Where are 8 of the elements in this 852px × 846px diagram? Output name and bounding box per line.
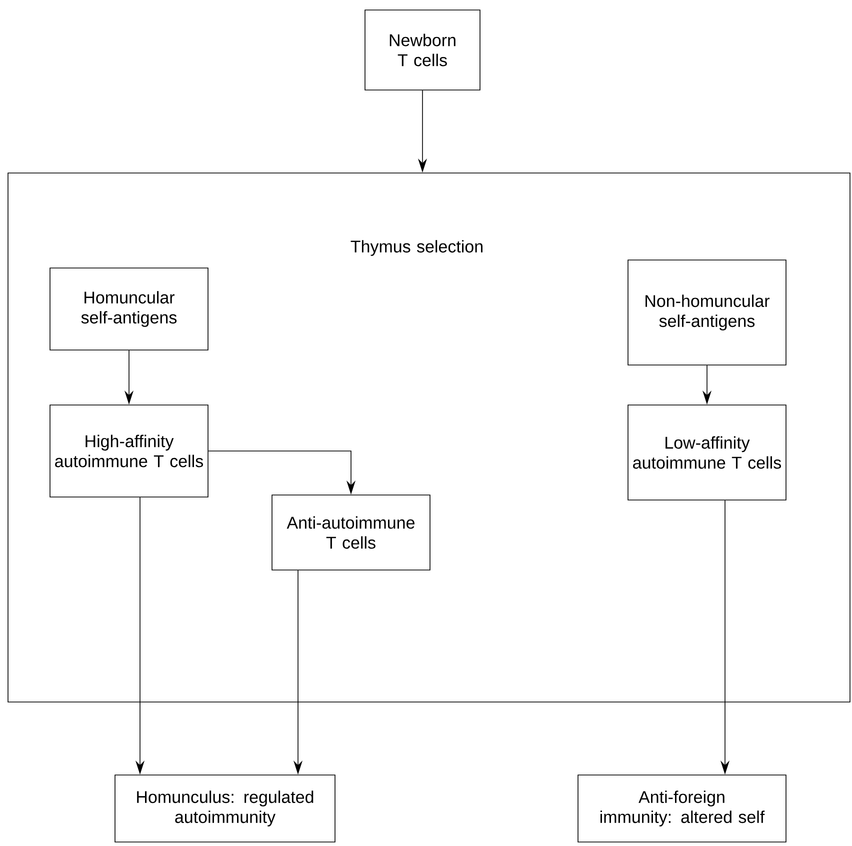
process-box: Homunculus: regulated autoimmunity [114, 774, 336, 842]
process-box: Homuncular self-antigens [50, 268, 208, 350]
process-box: High-affinity autoimmune T cells [50, 404, 208, 498]
process-box: Newborn T cells [364, 10, 480, 90]
process-box: Low-affinity autoimmune T cells [628, 404, 786, 500]
process-box: Anti-autoimmune T cells [272, 494, 430, 570]
process-box: Non-homuncular self-antigens [628, 260, 786, 366]
process-box: Anti-foreign immunity: altered self [578, 774, 786, 842]
